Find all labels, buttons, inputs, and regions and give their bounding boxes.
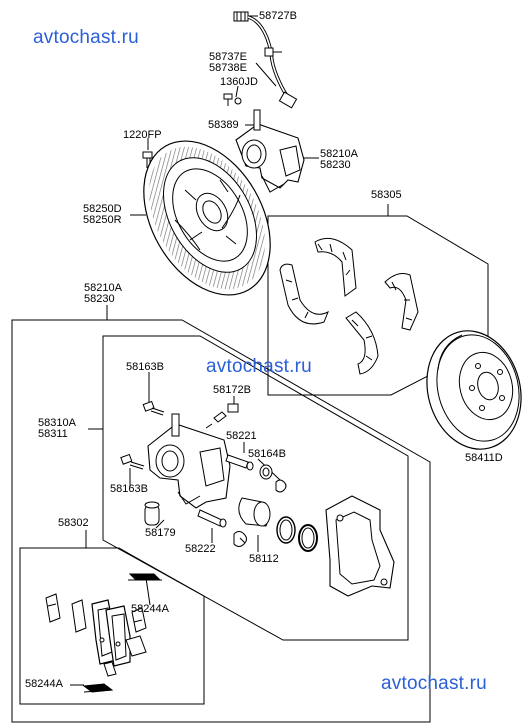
label-caliper-bleeder: 58172B [213, 384, 251, 396]
watermark-bottom: avtochast.ru [381, 673, 487, 694]
label-parking-shoes: 58305 [371, 189, 402, 201]
label-piston: 58112 [249, 553, 279, 565]
piston-seals [276, 516, 318, 552]
parking-brake-shoes [279, 237, 419, 375]
pad-spring-top [128, 573, 162, 581]
brake-pads [91, 599, 131, 667]
watermark-top: avtochast.ru [33, 27, 139, 48]
brake-pad-clip-right [71, 599, 87, 633]
pad-kit-frame [19, 547, 205, 705]
label-anti-squeal-shim: 58244A [131, 603, 169, 615]
label-guide-bolt-lower: 58163B [110, 483, 148, 495]
label-backplate-bolt: 1220FP [123, 129, 162, 141]
label-guide-bolt-upper: 58163B [126, 361, 164, 373]
brake-pad-clip-left [45, 593, 61, 623]
label-brake-hose: 58727B [259, 10, 297, 22]
anti-squeal-shims [103, 607, 147, 677]
label-boot-upper: 58164B [248, 448, 286, 460]
label-guide-pin-lower: 58222 [185, 543, 216, 555]
caliper-top [235, 109, 305, 193]
label-pad-kit: 58302 [58, 517, 89, 529]
guide-pin-upper [225, 454, 254, 471]
caliper-bracket [325, 495, 395, 597]
boot-upper [259, 464, 287, 493]
leader-lines [70, 15, 485, 686]
pin-bushing [144, 501, 160, 526]
label-guide-pin-upper: 58221 [226, 430, 257, 442]
label-hose-bolt: 1360JD [220, 76, 258, 88]
caliper-assembly-frame [11, 319, 431, 723]
backing-plate [143, 140, 271, 296]
brake-disc [426, 330, 522, 450]
guide-bolt-upper [142, 400, 165, 416]
guide-pin-lower [197, 509, 227, 528]
hose-bolt [223, 93, 242, 106]
watermark-middle: avtochast.ru [206, 356, 312, 377]
pad-spring-bottom [82, 683, 114, 693]
brake-hose [233, 11, 298, 109]
label-bleeder-screw: 58389 [208, 119, 239, 131]
caliper-body [147, 413, 231, 509]
caliper-bleeder [205, 403, 239, 429]
label-brake-disc: 58411D [465, 452, 503, 464]
label-pad-spring: 58244A [25, 678, 63, 690]
piston [233, 497, 271, 547]
caliper-body-frame [102, 335, 409, 641]
guide-bolt-lower [120, 453, 145, 470]
label-pin-bushing: 58179 [145, 527, 176, 539]
